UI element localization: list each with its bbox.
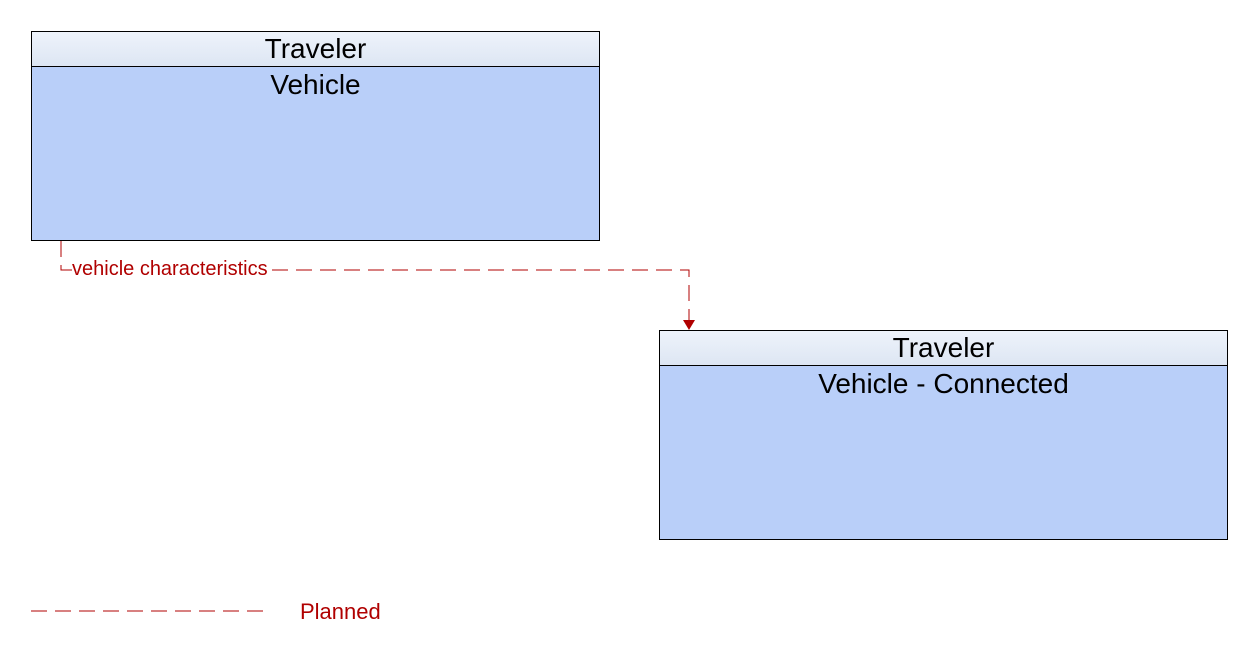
flow-label-vehicle-characteristics[interactable]: vehicle characteristics [72, 257, 271, 281]
flow-arrowhead [683, 320, 695, 330]
legend-planned-label: Planned [300, 599, 381, 624]
node-title: Vehicle [270, 69, 361, 100]
node-header: Traveler [660, 331, 1227, 366]
node-title: Vehicle - Connected [818, 368, 1069, 399]
flow-line-vehicle-characteristics[interactable] [60, 241, 690, 322]
node-header: Traveler [32, 32, 599, 67]
node-vehicle-connected[interactable]: Traveler Vehicle - Connected [659, 330, 1228, 540]
node-vehicle[interactable]: Traveler Vehicle [31, 31, 600, 241]
